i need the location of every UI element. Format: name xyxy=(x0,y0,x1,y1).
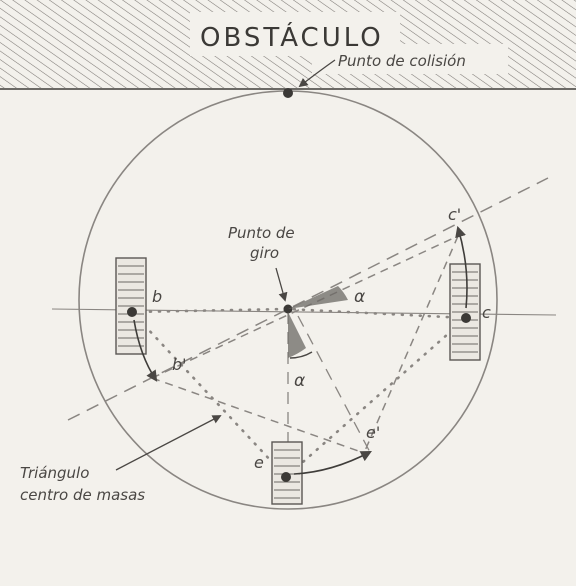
point-b-dot xyxy=(127,307,137,317)
point-c-dot xyxy=(461,313,471,323)
label-c-prime: c' xyxy=(448,205,461,224)
label-b-prime: b' xyxy=(172,355,187,374)
point-e-dot xyxy=(281,472,291,482)
wheel-left xyxy=(115,257,147,355)
triangle-pointer-arrow xyxy=(115,415,222,471)
dashed-top-edge xyxy=(151,235,459,379)
collision-point-label: Punto de colisión xyxy=(338,52,466,70)
rotation-arc-b xyxy=(133,319,158,382)
dotted-right-edge xyxy=(284,316,468,479)
obstacle-title: OBSTÁCULO xyxy=(200,21,384,53)
dashed-right-edge xyxy=(363,235,459,454)
triangle-label-line1: Triángulo xyxy=(20,464,89,482)
alpha-label-horizontal: α xyxy=(354,287,365,307)
label-e: e xyxy=(254,453,264,472)
collision-point-dot xyxy=(283,88,293,98)
label-c: c xyxy=(482,303,491,322)
pivot-label-line2: giro xyxy=(250,244,279,262)
label-b: b xyxy=(152,287,162,306)
collision-pointer-arrow xyxy=(298,59,336,88)
rotation-arc-e xyxy=(293,450,372,475)
pivot-pointer-arrow xyxy=(275,267,288,302)
wheel-right xyxy=(449,263,481,361)
rotated-vertical-line xyxy=(297,315,373,457)
angle-arc-vertical xyxy=(289,351,313,359)
angle-wedge-vertical xyxy=(288,312,306,358)
dotted-left-edge xyxy=(130,310,288,479)
angle-wedge-horizontal xyxy=(288,286,348,309)
label-e-prime: e' xyxy=(366,423,380,442)
triangle-label-line2: centro de masas xyxy=(20,486,145,504)
pivot-label-line1: Punto de xyxy=(228,224,295,242)
collision-label-backdrop xyxy=(312,44,508,74)
rotation-arc-c xyxy=(455,225,468,309)
alpha-label-vertical: α xyxy=(294,371,305,391)
dashed-bottom-edge xyxy=(151,377,365,454)
